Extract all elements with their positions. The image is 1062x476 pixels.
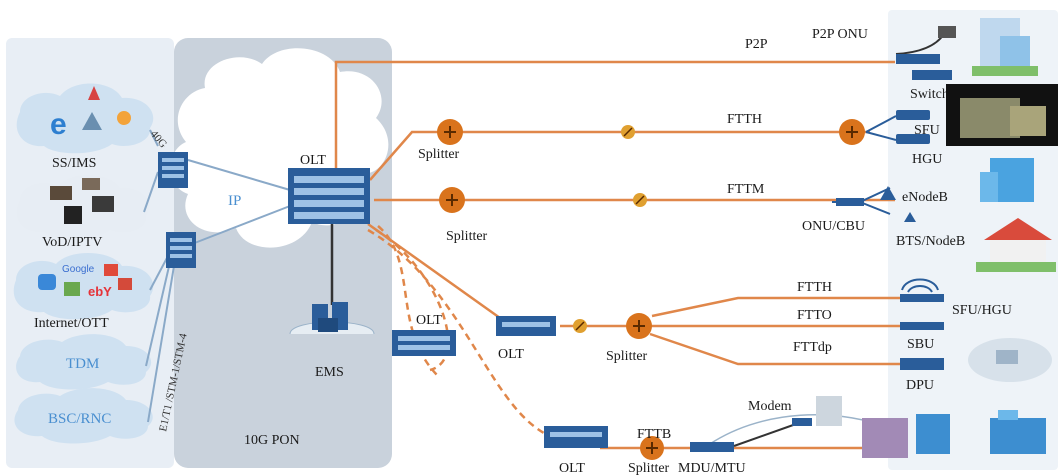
app-icon — [118, 278, 132, 290]
router-icon — [166, 232, 196, 268]
apartment-building-icon — [816, 396, 950, 458]
olt-secondary-1 — [392, 330, 456, 356]
phone-icon — [938, 26, 956, 38]
service-label-vod-iptv: VoD/IPTV — [42, 235, 102, 250]
sfu-hgu-devices — [865, 110, 930, 144]
connector-icon — [621, 125, 635, 139]
service-label-internet-ott: Internet/OTT — [34, 316, 109, 331]
switch-icon — [912, 70, 952, 80]
splitter-icon — [437, 119, 463, 145]
factory-building-icon — [990, 410, 1046, 454]
splitter-icon — [626, 313, 652, 339]
service-cloud-bsc-rnc — [14, 388, 153, 444]
endpoint-label-mdu-mtu: MDU/MTU — [678, 461, 746, 476]
connector-icon — [633, 193, 647, 207]
link-label-ftto: FTTO — [797, 308, 832, 323]
office-building-icon — [972, 18, 1038, 76]
home-network-icon — [968, 338, 1052, 382]
ems-servers — [289, 302, 375, 335]
night-building-icon — [946, 84, 1058, 146]
service-label-bsc-rnc: BSC/RNC — [48, 411, 111, 427]
service-cloud-ss-ims: e — [16, 83, 154, 154]
link-label-ftth: FTTH — [727, 112, 762, 127]
splitter-1-label: Splitter — [418, 147, 460, 162]
cube-icon — [117, 111, 131, 125]
connector-icon — [573, 319, 587, 333]
olt-secondary-3-label: OLT — [559, 461, 585, 476]
splitter-4-label: Splitter — [628, 461, 670, 476]
ems-label: EMS — [315, 365, 344, 380]
endpoint-label-sfu-hgu: SFU/HGU — [952, 303, 1012, 318]
service-cloud-tdm — [16, 334, 152, 390]
service-label-ss-ims: SS/IMS — [52, 156, 96, 171]
splitter-icon — [640, 436, 664, 460]
olt-secondary-2-label: OLT — [498, 347, 524, 362]
android-icon — [64, 282, 80, 296]
splitter-2-label: Splitter — [446, 229, 488, 244]
endpoint-label-switch: Switch — [910, 87, 949, 102]
service-cloud-internet-ott: Google ebY — [13, 252, 154, 320]
olt-main-label: OLT — [300, 153, 326, 168]
google-icon: Google — [62, 264, 95, 275]
wifi-icon — [907, 285, 933, 293]
fiber-links-dashed — [367, 225, 561, 442]
p2p-onu-devices — [895, 26, 956, 80]
router-icon — [158, 152, 188, 188]
house-icon — [976, 218, 1056, 272]
link-label-fttm: FTTM — [727, 182, 765, 197]
ip-label: IP — [228, 193, 241, 209]
app-icon — [38, 274, 56, 290]
modem-icon — [792, 418, 812, 426]
olt-secondary-1-label: OLT — [416, 313, 442, 328]
endpoint-label-sbu: SBU — [907, 337, 934, 352]
service-label-tdm: TDM — [66, 356, 99, 372]
tv-icon — [82, 178, 100, 190]
endpoint-label-onu-cbu: ONU/CBU — [802, 219, 865, 234]
olt-main — [288, 168, 370, 224]
endpoint-label-modem: Modem — [748, 399, 792, 414]
splitter-icon — [839, 119, 865, 145]
splitter-icon — [439, 187, 465, 213]
endpoint-label-dpu: DPU — [906, 378, 934, 393]
pon-label: 10G PON — [244, 433, 300, 448]
app-icon — [104, 264, 118, 276]
sfu-hgu-wifi-device — [900, 278, 944, 302]
triangle-icon — [82, 112, 102, 130]
tv-icon — [50, 186, 72, 200]
antenna-icon — [880, 186, 896, 200]
antenna-icon — [904, 212, 916, 222]
backbone-links — [143, 129, 291, 423]
olt-secondary-3 — [544, 426, 608, 448]
monitor-icon — [92, 196, 114, 212]
set-top-box-icon — [64, 206, 82, 224]
internet-e-icon: e — [50, 108, 67, 141]
fiber-links — [334, 60, 900, 450]
sbu-device — [900, 322, 944, 330]
splitter-3-label: Splitter — [606, 349, 648, 364]
dpu-device — [900, 358, 944, 370]
link-label-ftth-2: FTTH — [797, 280, 832, 295]
blue-office-building-icon — [980, 158, 1034, 202]
endpoint-label-enodeb: eNodeB — [902, 190, 948, 205]
warning-triangle-icon — [88, 86, 100, 100]
ebay-icon: ebY — [88, 284, 112, 299]
endpoint-label-p2p-onu: P2P ONU — [812, 27, 868, 42]
link-label-fttdp: FTTdp — [793, 340, 832, 355]
service-cloud-vod-iptv — [16, 174, 150, 240]
olt-secondary-2 — [496, 316, 556, 336]
link-label-p2p: P2P — [745, 37, 768, 52]
onu-cbu-device — [832, 186, 916, 222]
endpoint-label-bts-nodeb: BTS/NodeB — [896, 234, 965, 249]
endpoint-label-sfu: SFU — [914, 123, 940, 138]
endpoint-label-hgu: HGU — [912, 152, 942, 167]
link-label-fttb: FTTB — [637, 427, 671, 442]
